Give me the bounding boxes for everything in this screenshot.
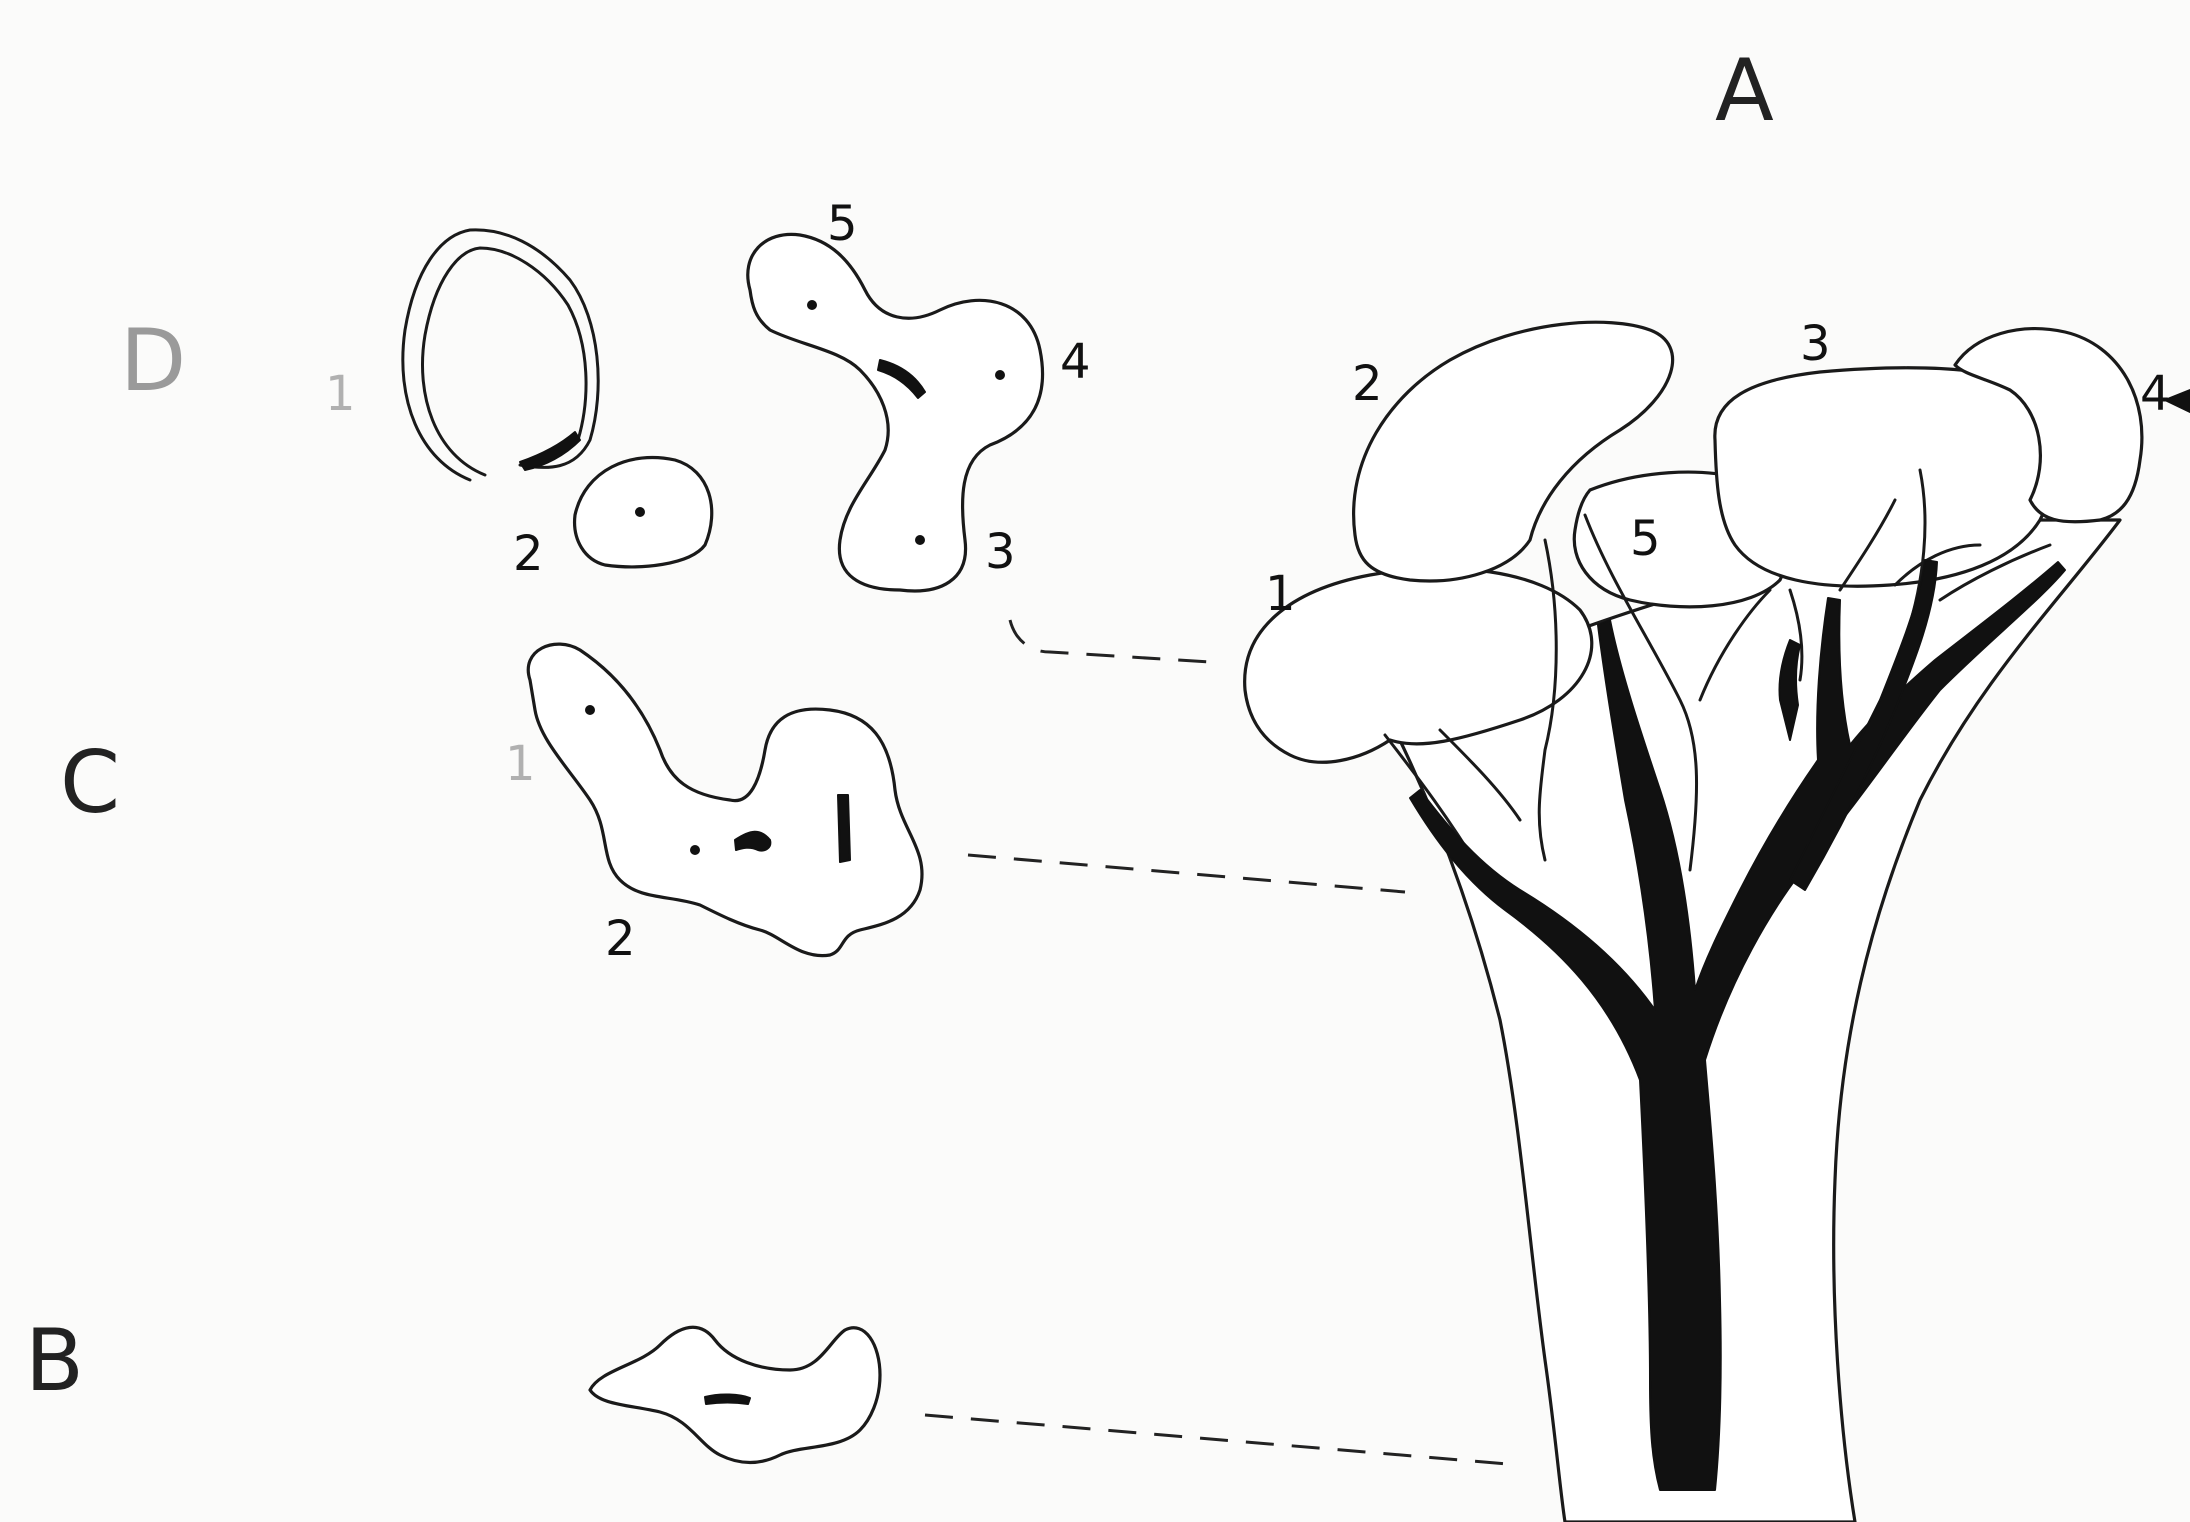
section-c-2-dot	[690, 845, 700, 855]
section-c-label-2: 2	[605, 911, 636, 967]
lobe-label-1: 1	[1265, 566, 1296, 622]
lobe-3	[1715, 368, 2060, 586]
section-d-label-4: 4	[1060, 334, 1091, 390]
panel-b-section: B	[25, 1311, 1520, 1465]
panel-label-a: A	[1715, 41, 1774, 141]
lobe-label-2: 2	[1352, 356, 1383, 412]
section-d-label-3: 3	[985, 524, 1016, 580]
section-c-1-dot	[585, 705, 595, 715]
panel-label-d: D	[120, 311, 186, 411]
section-d-label-2: 2	[513, 526, 544, 582]
section-d-label-5: 5	[827, 196, 858, 252]
leader-d	[1010, 620, 1210, 662]
section-d-3-dot	[915, 535, 925, 545]
lobe-label-5: 5	[1630, 511, 1661, 567]
section-d-2-dot	[635, 507, 645, 517]
panel-a-structure: A 1 2 3 4 5	[1245, 41, 2190, 1522]
ring-mark	[520, 432, 580, 470]
section-b-mark	[705, 1394, 750, 1404]
section-d-5-dot	[807, 300, 817, 310]
lobe-label-4: 4	[2140, 366, 2171, 422]
leader-c	[968, 855, 1405, 892]
panel-c-section: C 1 2	[60, 644, 1405, 967]
panel-d-section: D 1 2 3 4 5	[120, 196, 1210, 662]
section-d-4-dot	[995, 370, 1005, 380]
section-c	[528, 644, 922, 956]
section-d-label-1: 1	[325, 366, 356, 422]
panel-label-b: B	[25, 1311, 84, 1411]
section-c-label-1: 1	[505, 736, 536, 792]
ring-inner	[423, 248, 587, 475]
section-c-mark-2	[838, 795, 850, 862]
lobe-label-3: 3	[1800, 316, 1831, 372]
leader-b	[925, 1415, 1520, 1465]
panel-label-c: C	[60, 733, 120, 833]
